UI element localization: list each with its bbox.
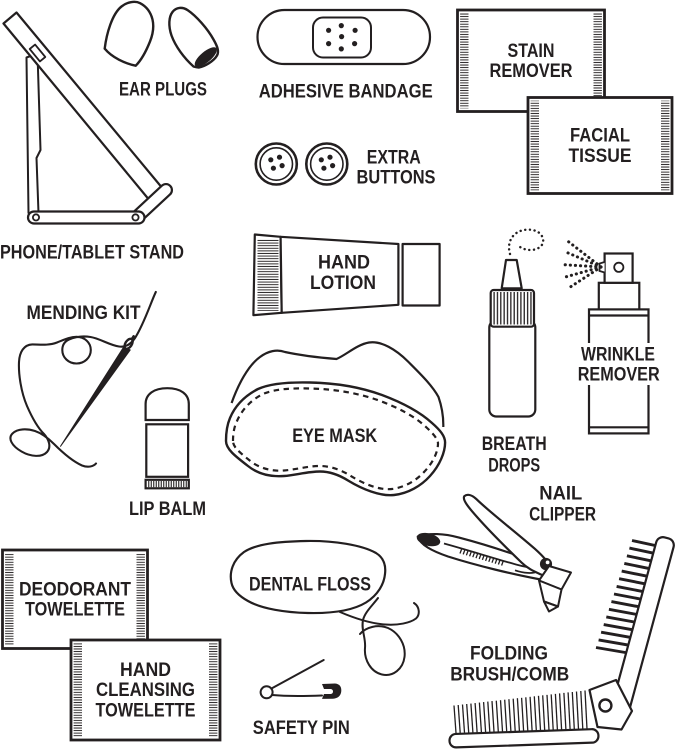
svg-text:LOTION: LOTION: [310, 273, 376, 294]
svg-text:CLEANSING: CLEANSING: [96, 680, 195, 701]
svg-text:BUTTONS: BUTTONS: [357, 167, 436, 188]
svg-text:DENTAL FLOSS: DENTAL FLOSS: [249, 575, 371, 596]
svg-text:TOWELETTE: TOWELETTE: [96, 701, 196, 722]
svg-text:EAR PLUGS: EAR PLUGS: [119, 80, 207, 101]
svg-text:REMOVER: REMOVER: [490, 61, 573, 82]
svg-text:EXTRA: EXTRA: [367, 148, 421, 169]
svg-text:HAND: HAND: [120, 660, 171, 681]
svg-text:TOWELETTE: TOWELETTE: [25, 600, 125, 621]
svg-text:DROPS: DROPS: [488, 455, 540, 476]
svg-text:NAIL: NAIL: [539, 483, 582, 504]
svg-text:WRINKLE: WRINKLE: [581, 344, 655, 365]
svg-text:DEODORANT: DEODORANT: [19, 579, 131, 600]
svg-text:FOLDING: FOLDING: [470, 644, 548, 665]
svg-text:ADHESIVE BANDAGE: ADHESIVE BANDAGE: [259, 82, 433, 103]
svg-text:REMOVER: REMOVER: [578, 364, 660, 385]
svg-text:EYE MASK: EYE MASK: [292, 426, 377, 447]
svg-text:PHONE/TABLET STAND: PHONE/TABLET STAND: [0, 243, 184, 264]
svg-text:HAND: HAND: [318, 253, 370, 274]
svg-text:BRUSH/COMB: BRUSH/COMB: [450, 665, 569, 686]
svg-text:CLIPPER: CLIPPER: [529, 504, 596, 525]
svg-text:TISSUE: TISSUE: [569, 146, 632, 167]
svg-text:LIP BALM: LIP BALM: [129, 499, 206, 520]
svg-text:MENDING KIT: MENDING KIT: [27, 303, 141, 324]
svg-text:BREATH: BREATH: [482, 434, 547, 455]
svg-text:SAFETY PIN: SAFETY PIN: [253, 718, 350, 739]
svg-text:FACIAL: FACIAL: [570, 126, 630, 147]
svg-text:STAIN: STAIN: [508, 41, 555, 62]
